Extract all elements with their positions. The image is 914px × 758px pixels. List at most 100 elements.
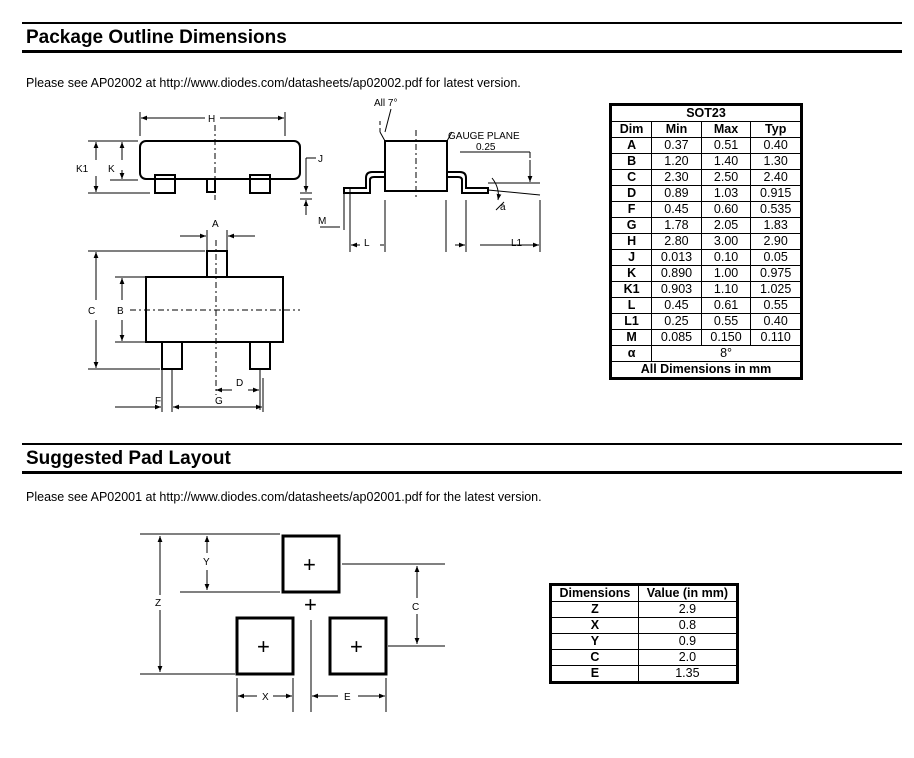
dim-cell: C: [610, 169, 653, 186]
label-d: D: [236, 378, 243, 389]
value-cell: 0.45: [651, 201, 702, 218]
top-lead-left: [161, 341, 183, 370]
dim-cell: K1: [610, 281, 653, 298]
sot23-table-footer: All Dimensions in mm: [611, 361, 801, 378]
pad-label-z: Z: [155, 598, 161, 609]
side-lead-right: [249, 174, 271, 194]
pad-label-x: X: [262, 692, 269, 703]
value-cell: 0.903: [651, 281, 702, 298]
value-cell: 0.10: [700, 249, 752, 266]
dim-cell: Z: [551, 601, 639, 618]
top-lead-right: [249, 341, 271, 370]
value-cell: 1.40: [700, 153, 752, 170]
outline-note: Please see AP02002 at http://www.diodes.…: [26, 76, 521, 90]
value-cell: 0.55: [700, 313, 752, 330]
dim-cell: L1: [610, 313, 653, 330]
value-cell: 0.25: [651, 313, 702, 330]
value-cell: 1.83: [750, 217, 801, 234]
pad-label-c: C: [412, 602, 419, 613]
label-k1: K1: [76, 164, 89, 175]
label-gauge-plane: GAUGE PLANE: [448, 131, 520, 142]
value-cell: 2.9: [637, 601, 738, 618]
sot23-table-header: Dim Min Max Typ: [610, 121, 801, 138]
label-j: J: [318, 154, 323, 165]
package-outline-drawing: H K1 K J M All 7° GAUGE PLANE 0.25 a L L…: [76, 98, 541, 412]
value-cell: 1.20: [651, 153, 702, 170]
label-g: G: [215, 396, 223, 407]
label-f: F: [155, 396, 161, 407]
label-k: K: [108, 164, 115, 175]
value-cell: 0.40: [750, 137, 801, 154]
table-row: α 8°: [610, 345, 801, 362]
value-cell: 1.03: [700, 185, 752, 202]
pad-layout-note: Please see AP02001 at http://www.diodes.…: [26, 490, 542, 504]
value-cell: 0.150: [700, 329, 752, 346]
dim-cell: H: [610, 233, 653, 250]
pad-layout-drawing: Y Z C X E + + + +: [140, 533, 445, 712]
value-cell: 2.50: [700, 169, 752, 186]
value-cell: 0.55: [750, 297, 801, 314]
top-rule: [22, 22, 902, 24]
title-rule-pad-layout: [22, 471, 902, 474]
value-cell: 0.05: [750, 249, 801, 266]
value-cell: 0.9: [637, 633, 738, 650]
value-cell: 2.40: [750, 169, 801, 186]
side-lead-mid: [206, 178, 216, 193]
label-gauge-value: 0.25: [476, 142, 496, 153]
top-lead-top: [206, 250, 228, 278]
value-cell: 0.110: [750, 329, 801, 346]
value-cell: 0.975: [750, 265, 801, 282]
value-cell: 1.00: [700, 265, 752, 282]
dim-cell: X: [551, 617, 639, 634]
value-cell: 2.05: [700, 217, 752, 234]
dim-cell: F: [610, 201, 653, 218]
value-cell: 2.90: [750, 233, 801, 250]
sot23-table-title: SOT23: [611, 105, 801, 122]
layout-origin: +: [304, 592, 317, 617]
pad-center-left: +: [257, 634, 270, 659]
dim-cell: A: [610, 137, 653, 154]
value-cell: 0.013: [651, 249, 702, 266]
dim-cell: K: [610, 265, 653, 282]
value-cell: 2.0: [637, 649, 738, 666]
dim-cell: J: [610, 249, 653, 266]
value-cell: 0.89: [651, 185, 702, 202]
value-cell: 0.51: [700, 137, 752, 154]
pad-top: [281, 534, 341, 594]
dim-cell: C: [551, 649, 639, 666]
label-l1: L1: [511, 238, 523, 249]
value-cell: 1.78: [651, 217, 702, 234]
end-lead-left: [343, 171, 385, 194]
value-cell: 0.60: [700, 201, 752, 218]
value-cell: 0.45: [651, 297, 702, 314]
pad-center-top: +: [303, 552, 316, 577]
pad-table-header: Dimensions Value (in mm): [551, 585, 738, 602]
label-all7: All 7°: [374, 98, 397, 109]
dim-cell: G: [610, 217, 653, 234]
label-a: A: [212, 219, 219, 230]
value-cell: 0.890: [651, 265, 702, 282]
value-cell: 3.00: [700, 233, 752, 250]
value-cell: 2.80: [651, 233, 702, 250]
section-title-outline: Package Outline Dimensions: [26, 27, 287, 48]
pad-center-right: +: [350, 634, 363, 659]
value-cell: 1.30: [750, 153, 801, 170]
title-rule-outline: [22, 50, 902, 53]
value-cell: 1.10: [700, 281, 752, 298]
label-h: H: [208, 114, 215, 125]
value-cell: 0.915: [750, 185, 801, 202]
